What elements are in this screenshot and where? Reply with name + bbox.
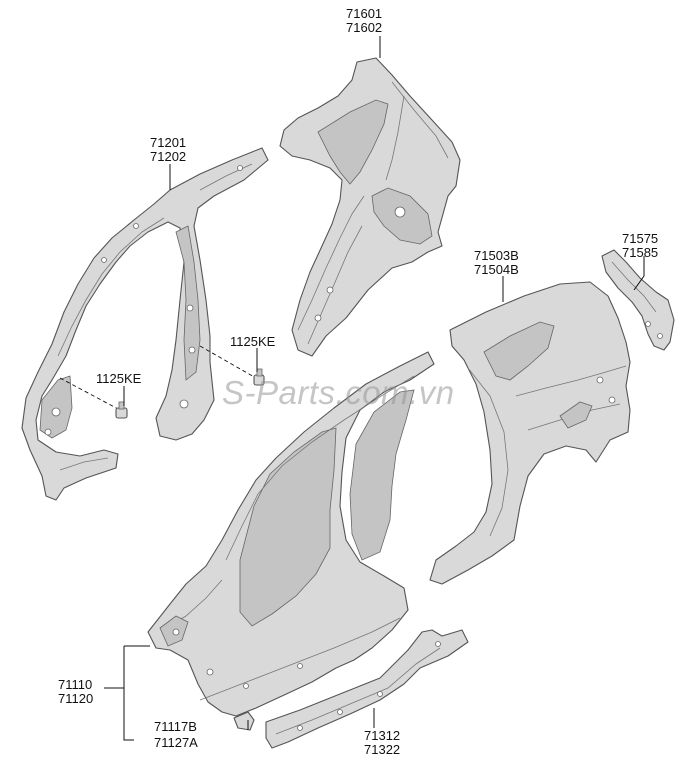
callout-71575: 71575 [622,231,658,246]
callout-71602: 71602 [346,20,382,35]
callout-71503b: 71503B [474,248,519,263]
bolt-right [199,345,265,386]
callout-71110: 71110 [58,677,92,692]
part-side-outer-panel [147,351,435,717]
part-inner-pillar [21,147,269,501]
part-outer-upper-pillar [279,57,461,357]
callout-71120: 71120 [58,691,93,706]
callout-1125ke-left: 1125KE [96,371,142,386]
callout-71601: 71601 [346,6,382,21]
callout-71201: 71201 [150,135,186,150]
callout-1125ke-right: 1125KE [230,334,276,349]
callout-outer-upper-pillar: 71601 71602 [346,6,382,35]
callout-71117b: 71117B [154,719,197,734]
callout-71504b: 71504B [474,262,519,277]
callout-71322: 71322 [364,742,400,757]
callout-rear-extension: 71575 71585 [622,231,658,260]
callout-71127a: 71127A [154,735,198,750]
callout-bolt-left: 1125KE [96,371,142,386]
leader-lines [104,36,645,741]
bolt-left [59,377,128,419]
callout-bolt-right: 1125KE [230,334,276,349]
part-quarter-panel [429,281,631,585]
callout-inner-pillar: 71201 71202 [150,135,186,164]
callout-bracket: 71117B 71127A [154,719,198,750]
callout-71585: 71585 [622,245,658,260]
callout-quarter-panel: 71503B 71504B [474,248,519,277]
callout-71202: 71202 [150,149,186,164]
part-sill-reinforcement [265,629,469,749]
part-bracket [233,711,255,731]
watermark-text: S-Parts.com.vn [222,374,455,411]
callout-sill-reinforcement: 71312 71322 [364,728,400,757]
callout-71312: 71312 [364,728,400,743]
callout-side-outer-panel: 71110 71120 [58,677,93,706]
